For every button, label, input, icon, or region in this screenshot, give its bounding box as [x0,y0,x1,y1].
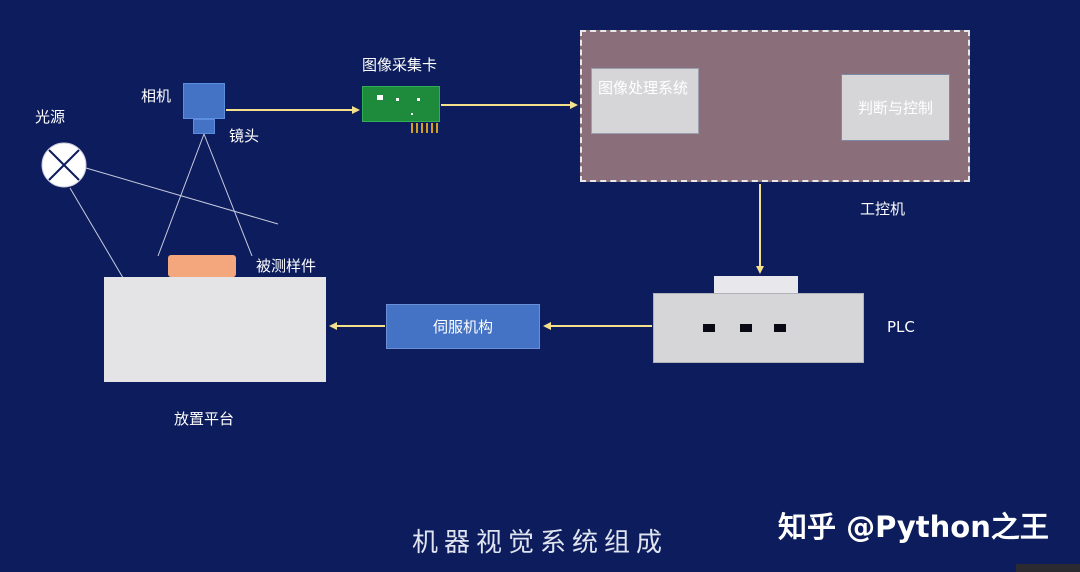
sample-icon [168,255,236,277]
camera-fov-left [157,133,205,257]
light-source-icon [41,142,87,188]
image-processing-box: 图像处理系统 [591,68,699,134]
plc-top-module [714,276,798,293]
platform-icon [104,277,326,382]
platform-label: 放置平台 [174,410,235,428]
camera-fov-right [203,133,253,257]
plc-led [740,324,752,332]
plc-led [774,324,786,332]
plc-led [703,324,715,332]
lens-label: 镜头 [229,127,260,145]
servo-box: 伺服机构 [386,304,540,349]
capture-card-icon [362,86,440,133]
ipc-label: 工控机 [860,200,906,218]
diagram-caption: 机器视觉系统组成 [411,528,668,558]
sample-label: 被测样件 [256,257,317,275]
light-ray-upper [85,167,279,225]
bottom-strip [1016,564,1080,572]
plc-icon [653,293,864,363]
capture-card-label: 图像采集卡 [362,56,438,74]
decision-control-box: 判断与控制 [841,74,950,141]
camera-icon [183,83,225,119]
light-source-label: 光源 [35,108,66,126]
lens-icon [193,119,215,134]
camera-label: 相机 [141,87,172,105]
watermark: 知乎 @Python之王 [778,510,1049,544]
plc-label: PLC [887,318,915,336]
